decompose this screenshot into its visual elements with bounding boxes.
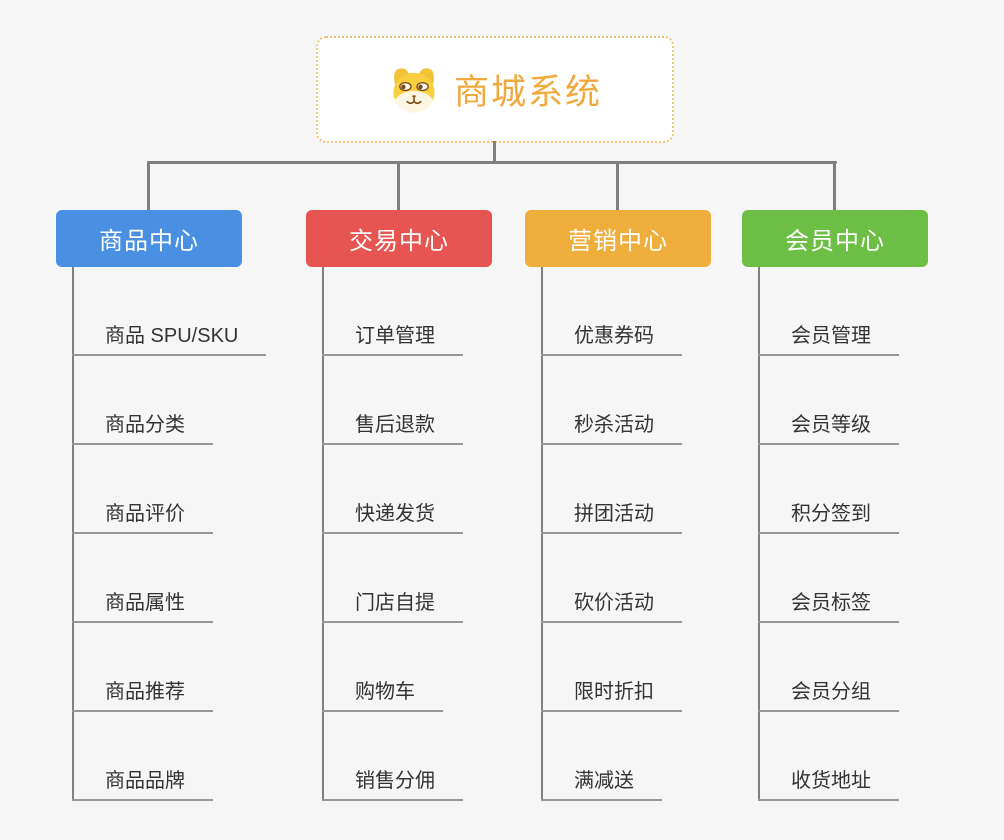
child-topic[interactable]: 会员分组 <box>758 674 899 712</box>
child-topic[interactable]: 会员管理 <box>758 318 899 356</box>
child-topic[interactable]: 快递发货 <box>322 496 463 534</box>
connector-branch-drop <box>833 162 836 210</box>
child-topic[interactable]: 积分签到 <box>758 496 899 534</box>
connector-horizontal-bar <box>147 161 837 164</box>
child-topic[interactable]: 拼团活动 <box>541 496 682 534</box>
branch-node[interactable]: 交易中心 <box>306 210 492 267</box>
connector-branch-drop <box>616 162 619 210</box>
child-topic[interactable]: 优惠券码 <box>541 318 682 356</box>
child-topic[interactable]: 砍价活动 <box>541 585 682 623</box>
child-topic[interactable]: 秒杀活动 <box>541 407 682 445</box>
child-topic[interactable]: 门店自提 <box>322 585 463 623</box>
child-topic[interactable]: 满减送 <box>541 763 662 801</box>
child-topic[interactable]: 购物车 <box>322 674 443 712</box>
child-topic[interactable]: 商品推荐 <box>72 674 213 712</box>
connector-children-line <box>541 267 543 801</box>
connector-children-line <box>758 267 760 801</box>
child-topic[interactable]: 售后退款 <box>322 407 463 445</box>
child-topic[interactable]: 销售分佣 <box>322 763 463 801</box>
branch-node[interactable]: 商品中心 <box>56 210 242 267</box>
child-topic[interactable]: 商品评价 <box>72 496 213 534</box>
branch-node[interactable]: 营销中心 <box>525 210 711 267</box>
branch-column: 交易中心订单管理售后退款快递发货门店自提购物车销售分佣 <box>306 162 492 810</box>
connector-branch-drop <box>397 162 400 210</box>
child-topic[interactable]: 会员等级 <box>758 407 899 445</box>
child-topic[interactable]: 订单管理 <box>322 318 463 356</box>
root-title: 商城系统 <box>453 73 602 112</box>
branch-column: 会员中心会员管理会员等级积分签到会员标签会员分组收货地址 <box>742 162 928 810</box>
child-topic[interactable]: 商品分类 <box>72 407 213 445</box>
root-node[interactable]: 商城系统 <box>316 36 674 143</box>
child-topic[interactable]: 商品 SPU/SKU <box>72 318 267 356</box>
child-topic[interactable]: 商品属性 <box>72 585 213 623</box>
child-topic[interactable]: 收货地址 <box>758 763 899 801</box>
branch-column: 营销中心优惠券码秒杀活动拼团活动砍价活动限时折扣满减送 <box>525 162 711 810</box>
child-topic[interactable]: 商品品牌 <box>72 763 213 801</box>
connector-root-stem <box>493 141 496 163</box>
connector-children-line <box>322 267 324 801</box>
child-topic[interactable]: 限时折扣 <box>541 674 682 712</box>
branch-node[interactable]: 会员中心 <box>742 210 928 267</box>
branch-column: 商品中心商品 SPU/SKU 商品分类商品评价商品属性商品推荐商品品牌 <box>56 162 267 810</box>
child-topic[interactable]: 会员标签 <box>758 585 899 623</box>
dog-face-icon <box>393 67 435 112</box>
connector-children-line <box>72 267 74 801</box>
connector-branch-drop <box>147 162 150 210</box>
